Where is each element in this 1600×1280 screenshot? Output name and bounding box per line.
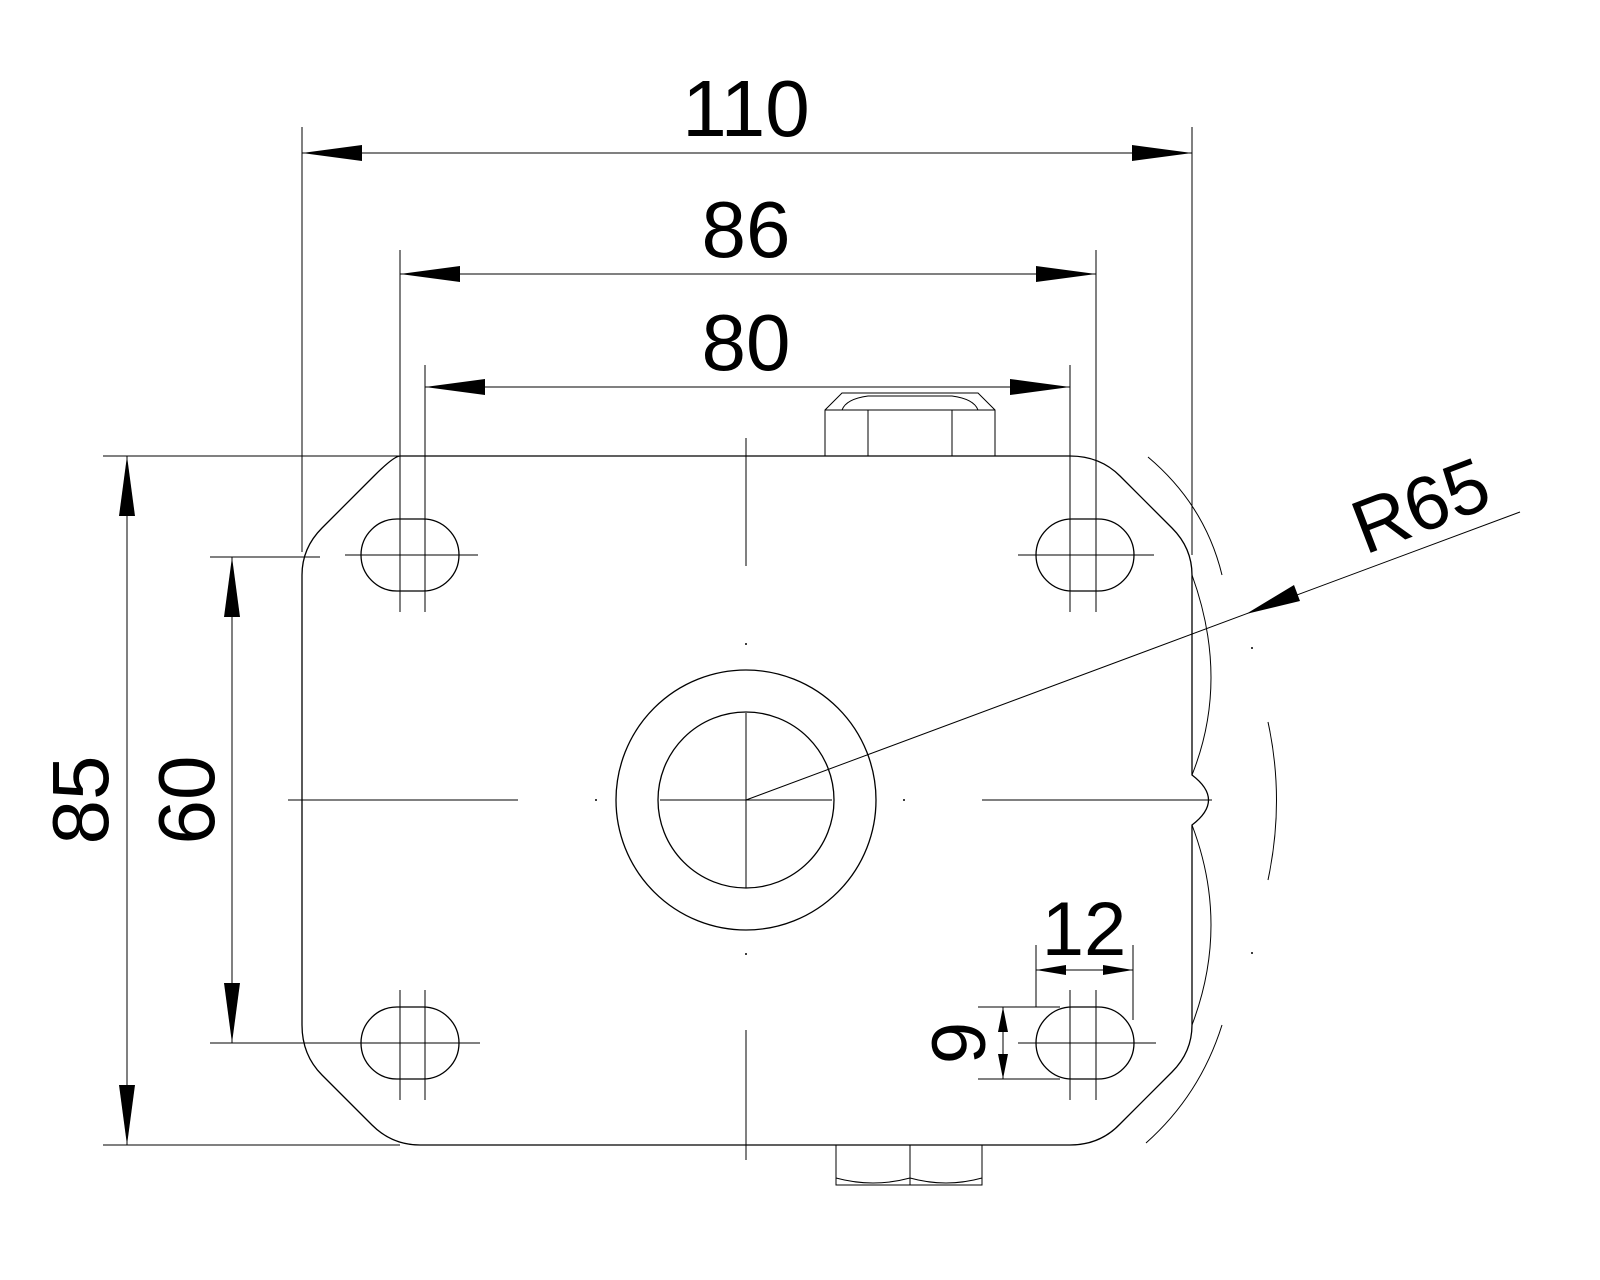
dimension-label: 85: [36, 756, 125, 845]
dimension-80: 80: [424, 298, 1071, 612]
flange-plate-outline: [301, 455, 1212, 1146]
dimension-label: 12: [1042, 887, 1127, 972]
slot-top-left: [345, 500, 478, 612]
dimension-label: 80: [702, 298, 791, 387]
dimension-label: R65: [1341, 442, 1502, 571]
dimension-label: 110: [682, 64, 810, 153]
dimension-86: 86: [399, 185, 1097, 612]
bottom-nut: [835, 1145, 983, 1186]
slot-bottom-right: [1018, 990, 1156, 1100]
dimension-label: 60: [142, 756, 231, 845]
slot-top-right: [1018, 500, 1154, 612]
dimension-label: 9: [917, 1022, 1002, 1064]
dimension-9: 9: [917, 1006, 1060, 1080]
dimension-85: 85: [36, 455, 420, 1146]
dimension-12: 12: [1035, 887, 1134, 1020]
mounting-slots: [345, 500, 1156, 1100]
slot-bottom-left: [345, 990, 480, 1100]
dimension-r65: R65: [745, 442, 1521, 801]
dimension-60: 60: [142, 556, 480, 1044]
top-nut: [824, 392, 996, 456]
r65-arcs: [1145, 456, 1277, 1144]
dimension-110: 110: [301, 64, 1193, 555]
dimension-label: 86: [702, 185, 791, 274]
